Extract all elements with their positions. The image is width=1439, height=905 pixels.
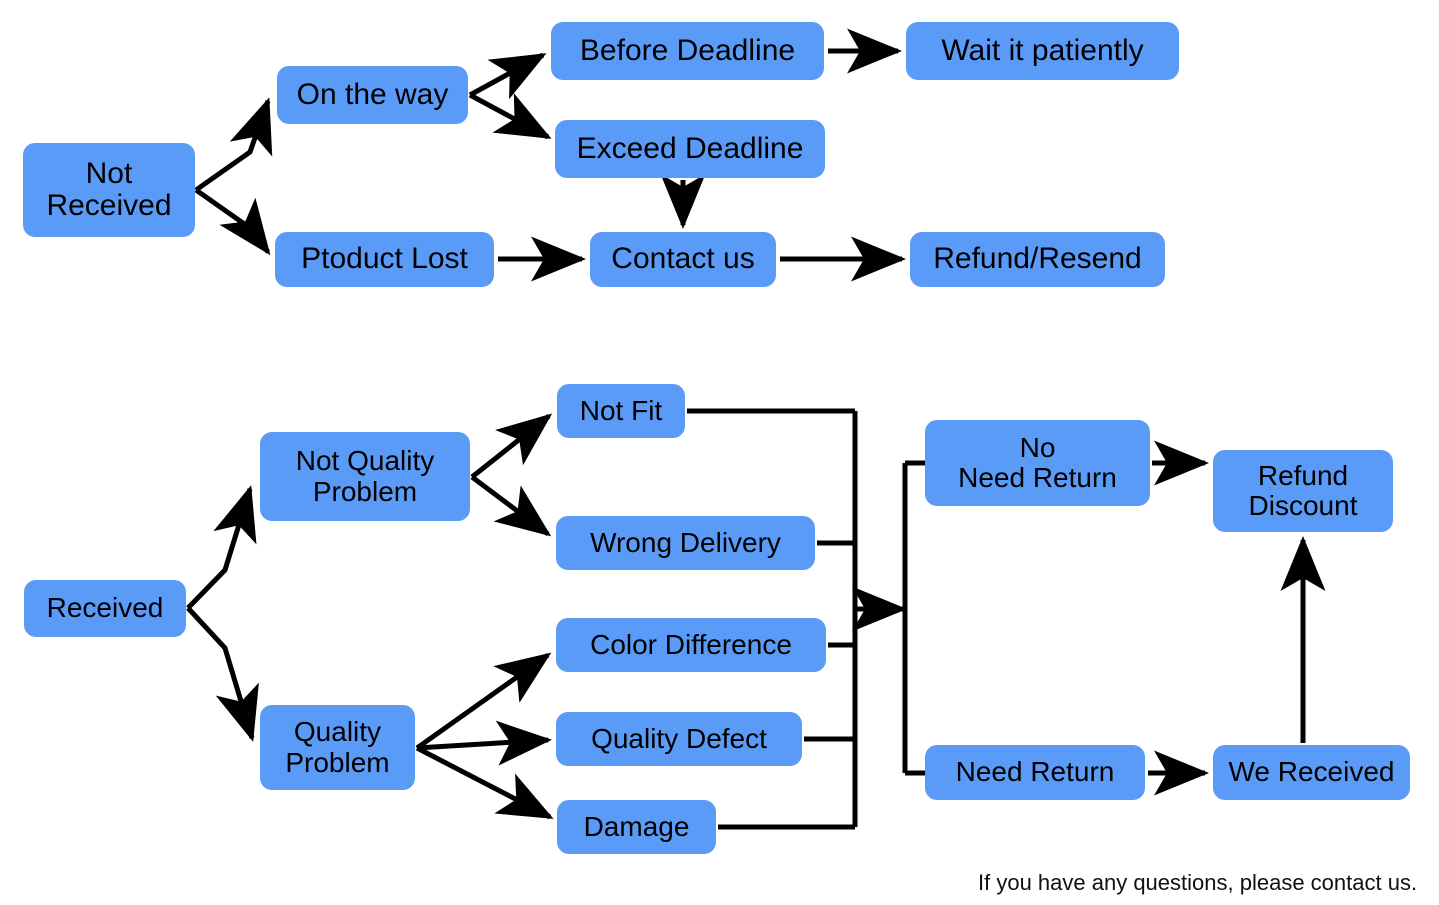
node-refund-discount[interactable]: Refund Discount	[1213, 450, 1393, 532]
node-we-received[interactable]: We Received	[1213, 745, 1410, 800]
node-not-received[interactable]: Not Received	[23, 143, 195, 237]
edge-quality-to-damage	[415, 745, 554, 820]
node-wait-it-patiently[interactable]: Wait it patiently	[906, 22, 1179, 80]
edge-quality-to-color-difference	[415, 652, 552, 751]
edge-received-to-quality-problem	[186, 606, 259, 742]
node-no-need-return[interactable]: No Need Return	[925, 420, 1150, 506]
edge-not-quality-to-wrong-delivery	[470, 475, 552, 537]
footnote-contact-note: If you have any questions, please contac…	[978, 870, 1418, 895]
node-quality-defect[interactable]: Quality Defect	[556, 712, 802, 766]
edge-split-bus	[902, 460, 925, 776]
node-not-quality-problem[interactable]: Not Quality Problem	[260, 432, 470, 521]
node-contact-us[interactable]: Contact us	[590, 232, 776, 287]
edge-not-received-to-ptoduct-lost	[194, 187, 271, 256]
node-wrong-delivery[interactable]: Wrong Delivery	[556, 516, 815, 570]
edge-quality-to-quality-defect	[416, 720, 552, 766]
edge-received-to-not-quality-problem	[186, 485, 257, 610]
node-exceed-deadline[interactable]: Exceed Deadline	[555, 120, 825, 178]
edge-not-received-to-on-the-way	[194, 97, 273, 193]
edge-on-the-way-to-exceed-deadline	[468, 92, 552, 140]
node-quality-problem[interactable]: Quality Problem	[260, 705, 415, 790]
node-damage[interactable]: Damage	[557, 800, 716, 854]
node-color-difference[interactable]: Color Difference	[556, 618, 826, 672]
node-not-fit[interactable]: Not Fit	[557, 384, 685, 438]
node-received[interactable]: Received	[24, 580, 186, 637]
node-before-deadline[interactable]: Before Deadline	[551, 22, 824, 80]
node-on-the-way[interactable]: On the way	[277, 66, 468, 124]
node-ptoduct-lost[interactable]: Ptoduct Lost	[275, 232, 494, 287]
node-need-return[interactable]: Need Return	[925, 745, 1145, 800]
edge-not-quality-to-not-fit	[470, 413, 553, 479]
edge-on-the-way-to-before-deadline	[468, 52, 547, 100]
node-refund-resend[interactable]: Refund/Resend	[910, 232, 1165, 287]
